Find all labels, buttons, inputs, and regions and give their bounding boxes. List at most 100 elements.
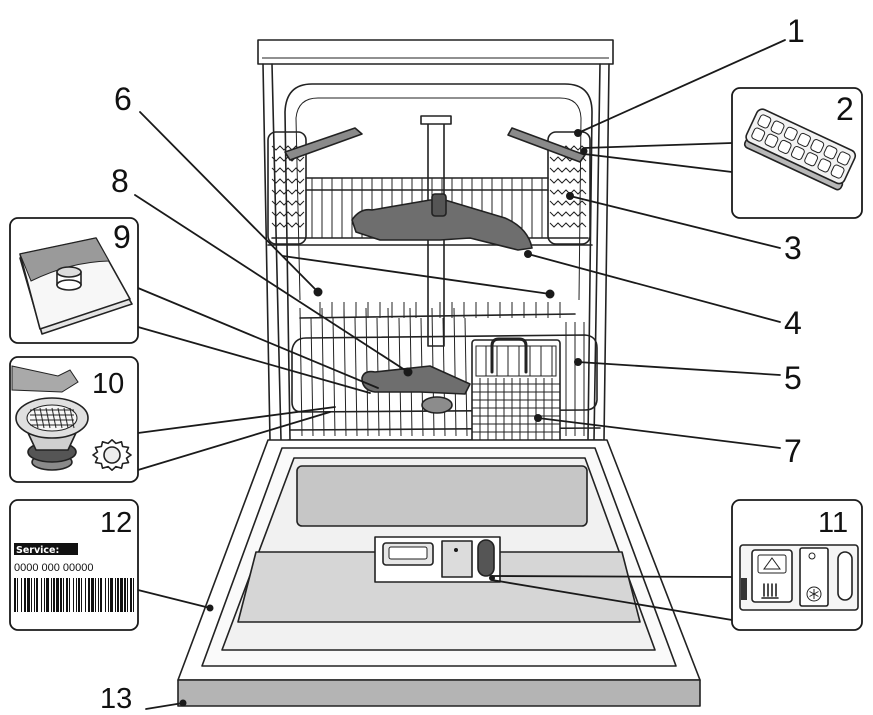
barcode-bar <box>17 578 18 612</box>
rinse-aid-cap-detail <box>837 551 853 601</box>
cup-shelf-cell <box>770 120 785 135</box>
callout-number-5: 5 <box>784 360 802 396</box>
dispenser-compartment-window <box>388 546 428 560</box>
callout-dot-11 <box>489 575 495 581</box>
dispenser-detail-latch <box>741 578 747 600</box>
upper-basket-right-handle <box>507 127 586 163</box>
barcode-bar <box>78 578 80 612</box>
cup-shelf-cell <box>783 126 798 141</box>
lower-basket-top-rail <box>291 334 598 413</box>
service-number: 0000 000 00000 <box>14 562 94 574</box>
fine-filter-gear-center <box>103 446 121 464</box>
lower-basket-tine <box>321 307 325 437</box>
callout-dot-4 <box>524 250 532 258</box>
callout-dots <box>179 129 588 707</box>
leader-line-7 <box>537 417 781 449</box>
barcode-bar <box>27 578 30 612</box>
barcode-bar <box>110 578 113 612</box>
lower-spray-arm <box>361 365 471 414</box>
filter-mesh-lines <box>30 407 75 429</box>
filter-socket-base <box>56 279 82 291</box>
cutlery-basket-handle <box>490 337 528 374</box>
cutlery-basket-top-compartment <box>475 345 557 377</box>
leader-line-11b <box>491 579 733 621</box>
upper-basket-side-wire <box>271 189 305 195</box>
lower-basket-back-rail <box>299 313 576 319</box>
barcode-bar <box>56 578 59 612</box>
leader-line-5 <box>577 361 781 376</box>
upper-spray-arm-hub <box>431 193 447 217</box>
barcode-bar <box>130 578 132 612</box>
callout-number-13: 13 <box>100 683 132 715</box>
cup-shelf-cell <box>804 152 819 167</box>
leader-line-2a <box>583 142 733 149</box>
barcode-bar <box>31 578 32 612</box>
leader-line-9a <box>137 287 379 389</box>
callout-number-11: 11 <box>818 507 848 539</box>
cabinet-right-wall <box>593 63 610 441</box>
leader-line-11a <box>491 575 733 578</box>
detail-box-11: 11 <box>731 499 863 631</box>
callout-dot-5 <box>574 358 582 366</box>
callout-dot-13 <box>179 699 187 707</box>
lower-basket-tine <box>343 307 347 437</box>
upper-basket-side-wire <box>549 211 587 217</box>
door <box>177 439 701 681</box>
barcode-bar <box>34 578 35 612</box>
cup-shelf-cell <box>836 151 851 166</box>
upper-basket-side-wire <box>549 222 587 228</box>
upper-basket-side-wire <box>549 189 587 195</box>
worktop-panel <box>257 39 614 65</box>
barcode-bar <box>36 578 38 612</box>
cabinet-left-wall <box>262 63 282 441</box>
upper-basket-left-rack <box>267 131 307 245</box>
barcode-bar <box>44 578 45 612</box>
barcode-bar <box>24 578 26 612</box>
barcode-bar <box>91 578 94 612</box>
callout-number-2: 2 <box>836 91 854 127</box>
filter-socket-top <box>56 266 82 278</box>
barcode-bar <box>124 578 126 612</box>
cup-shelf-cell <box>797 132 811 147</box>
upper-basket-right-rack <box>547 131 591 245</box>
cup-shelf-cell <box>810 139 825 154</box>
callout-dot-12 <box>206 604 214 612</box>
cup-shelf-cells <box>751 114 851 179</box>
barcode-bar <box>115 578 116 612</box>
tub-outline <box>284 83 593 441</box>
barcode-bar <box>63 578 64 612</box>
barcode-bar <box>14 578 16 612</box>
snowflake-icon-rays <box>809 589 819 599</box>
barcode-bar <box>95 578 96 612</box>
callout-number-12: 12 <box>100 507 132 539</box>
callout-dot-3 <box>566 192 574 200</box>
barcode-bar <box>100 578 102 612</box>
detail-box-2: 2 <box>731 87 863 219</box>
barcode-bar <box>60 578 62 612</box>
barcode-bar <box>108 578 109 612</box>
leader-line-12 <box>137 589 211 609</box>
barcode-bar <box>41 578 42 612</box>
leader-line-1 <box>577 39 786 134</box>
kick-plate <box>177 679 701 707</box>
callout-dot-6a <box>313 287 323 297</box>
leader-line-10a <box>137 406 336 434</box>
barcode-bar <box>76 578 77 612</box>
detail-box-9: 9 <box>9 217 139 344</box>
service-label-band <box>14 543 78 555</box>
callout-number-9: 9 <box>113 219 131 255</box>
leader-lines <box>134 39 786 710</box>
barcode-bar <box>53 578 55 612</box>
filter-hub <box>421 396 453 414</box>
leader-line-3 <box>569 195 781 249</box>
upper-basket-side-wire <box>271 200 305 206</box>
lower-basket-tine <box>299 307 303 437</box>
cup-shelf-cell <box>790 146 805 161</box>
callout-number-3: 3 <box>784 230 802 266</box>
tub-inner-outline <box>295 97 582 301</box>
lower-basket-tine <box>332 317 336 437</box>
upper-basket-side-wire <box>271 222 305 228</box>
triangle-icon <box>763 557 781 570</box>
barcode-bar <box>120 578 123 612</box>
barcode-bar <box>46 578 49 612</box>
